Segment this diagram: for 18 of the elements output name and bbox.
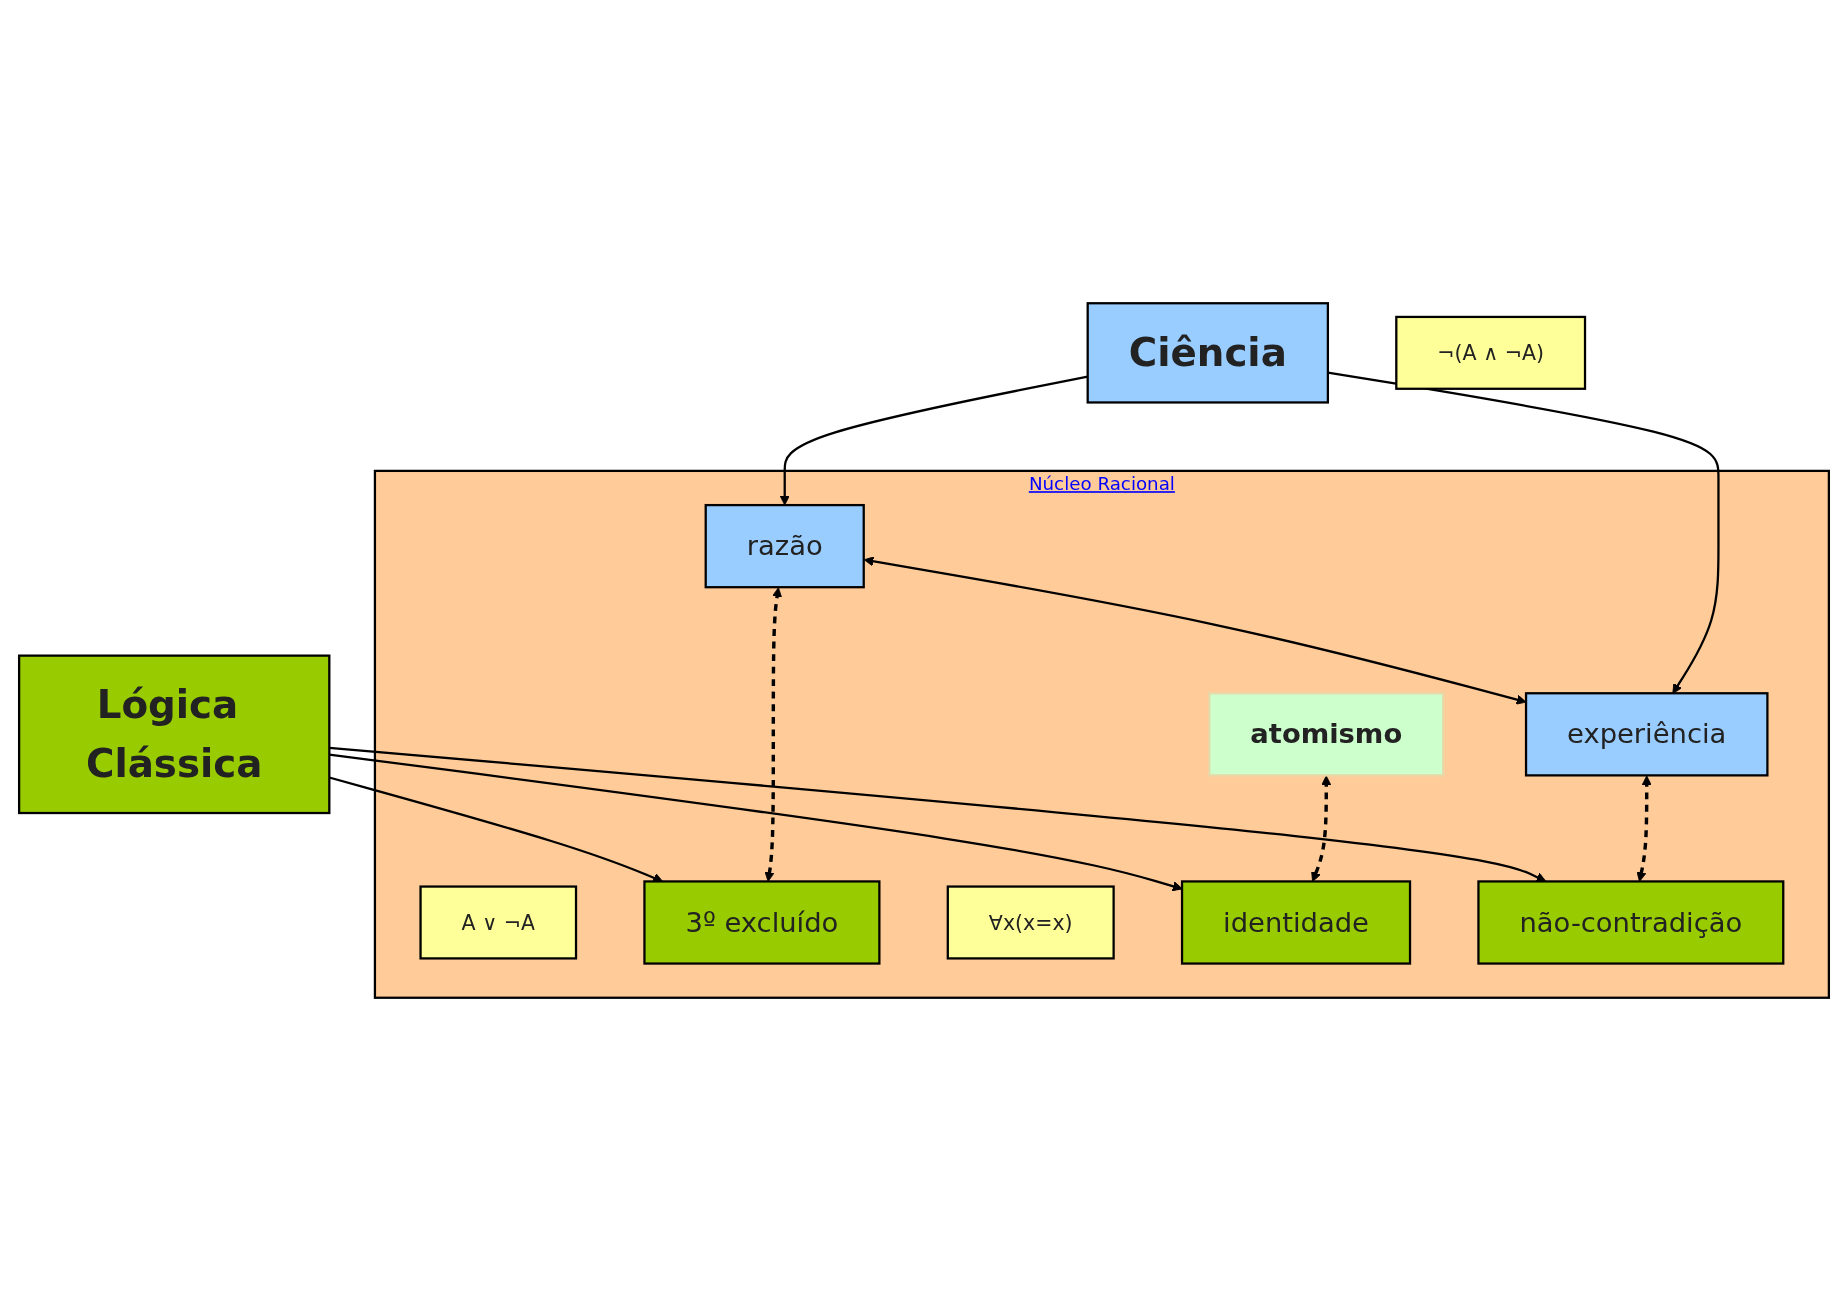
arrow: [1311, 775, 1332, 882]
node-box: ∀x(x=x): [946, 885, 1115, 960]
arrow: [779, 375, 1088, 506]
arrow: [329, 753, 1183, 892]
node-box: razão: [704, 503, 865, 589]
node-box: experiência: [1524, 692, 1769, 777]
node-box: não-contradição: [1477, 880, 1785, 965]
arrow: [764, 587, 783, 882]
node-box: Lógica Clássica: [18, 654, 331, 815]
arrow: [1636, 775, 1652, 882]
arrow: [863, 556, 1527, 705]
node-box: 3º excluído: [643, 880, 881, 965]
node-box: A ∨ ¬A: [419, 885, 578, 960]
node-box: atomismo: [1208, 692, 1445, 777]
arrow: [1327, 371, 1720, 694]
node-box: identidade: [1180, 880, 1412, 965]
node-box: ¬(A ∧ ¬A): [1395, 315, 1587, 390]
node-box: Ciência: [1086, 302, 1330, 404]
